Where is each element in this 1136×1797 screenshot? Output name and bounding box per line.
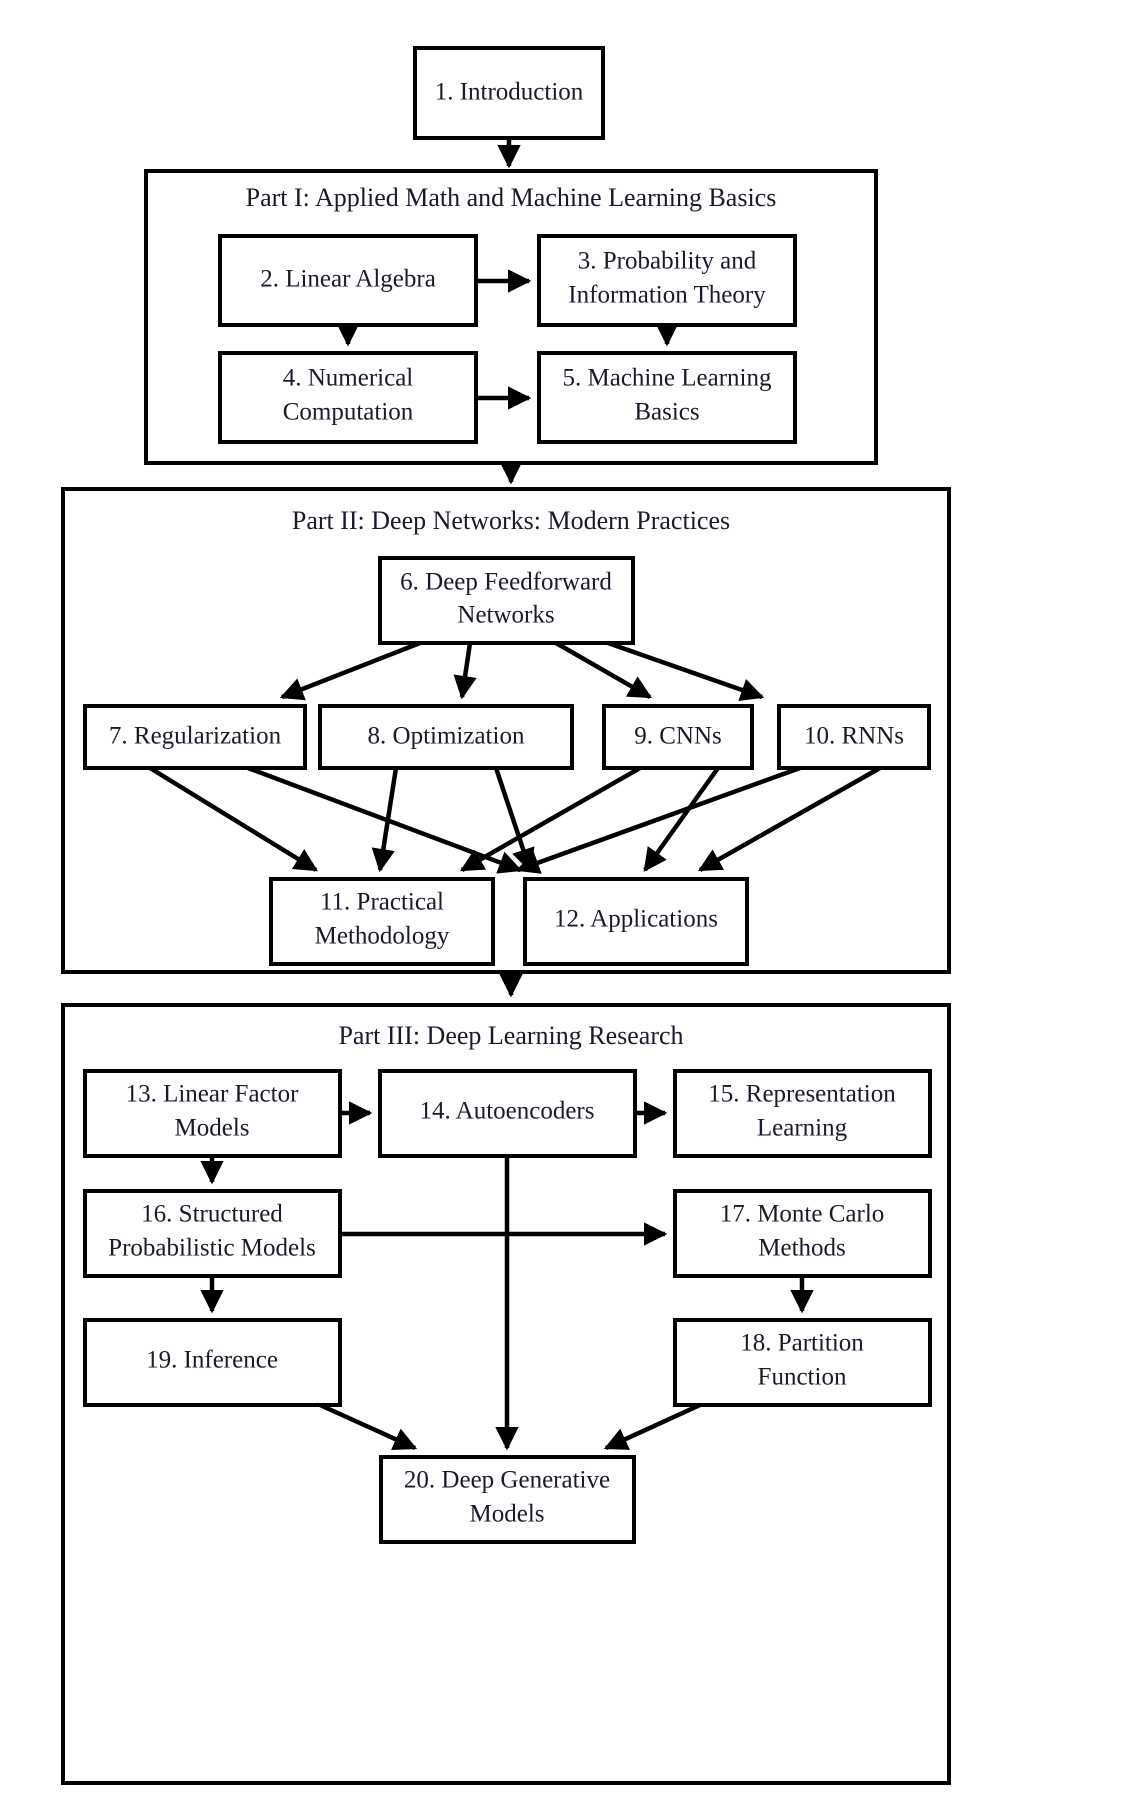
node-ch13-label-line2: Models — [175, 1115, 250, 1142]
node-ch19-label: 19. Inference — [146, 1347, 278, 1374]
edge-ch9-to-ch12 — [643, 766, 720, 872]
panel-part3: Part III: Deep Learning Research — [61, 1003, 951, 1785]
node-ch16-label-line2: Probabilistic Models — [108, 1235, 316, 1262]
node-ch4-label-line2: Computation — [283, 399, 414, 426]
node-ch14[interactable]: 14. Autoencoders — [378, 1069, 637, 1158]
node-ch11-label-line1: 11. Practical — [320, 889, 444, 916]
node-ch19-rect — [83, 1318, 342, 1407]
node-ch3[interactable]: 3. Probability and Information Theory — [537, 234, 797, 327]
node-ch20-label-line2: Models — [470, 1501, 545, 1528]
node-ch20[interactable]: 20. Deep Generative Models — [379, 1455, 636, 1544]
node-ch1[interactable]: 1. Introduction — [413, 46, 605, 140]
node-ch14-rect — [378, 1069, 637, 1158]
node-ch15-rect — [673, 1069, 932, 1158]
edge-ch6-to-ch7 — [279, 640, 421, 701]
node-ch13[interactable]: 13. Linear Factor Models — [83, 1069, 342, 1158]
node-ch5-label-line2: Basics — [634, 399, 699, 426]
edge-ch18-to-ch20 — [603, 1402, 701, 1451]
node-ch13-label-line1: 13. Linear Factor — [126, 1081, 300, 1108]
node-ch17-label-line1: 17. Monte Carlo — [720, 1201, 885, 1228]
node-ch5[interactable]: 5. Machine Learning Basics — [537, 351, 797, 444]
node-ch18-label-line1: 18. Partition — [740, 1330, 864, 1357]
panel-part3-rect — [61, 1003, 951, 1785]
node-ch12[interactable]: 12. Applications — [523, 877, 749, 966]
node-ch1-rect — [413, 46, 605, 140]
node-ch8[interactable]: 8. Optimization — [318, 704, 574, 770]
node-ch20-label-line1: 20. Deep Generative — [404, 1467, 610, 1494]
panel-part2-rect — [61, 487, 951, 974]
node-ch5-rect — [537, 351, 797, 444]
node-ch4[interactable]: 4. Numerical Computation — [218, 351, 478, 444]
node-ch17-label-line2: Methods — [758, 1235, 846, 1262]
node-ch10-rect — [777, 704, 931, 770]
node-ch19[interactable]: 19. Inference — [83, 1318, 342, 1407]
edge-ch8-to-ch11 — [371, 767, 399, 873]
panel-part2: Part II: Deep Networks: Modern Practices — [61, 487, 951, 974]
node-ch9[interactable]: 9. CNNs — [602, 704, 754, 770]
node-ch6-rect — [378, 556, 635, 645]
node-ch6-label-line1: 6. Deep Feedforward — [400, 569, 612, 596]
node-ch11-rect — [269, 877, 495, 966]
node-ch11[interactable]: 11. Practical Methodology — [269, 877, 495, 966]
node-ch10-label: 10. RNNs — [804, 723, 904, 750]
node-ch13-rect — [83, 1069, 342, 1158]
node-ch9-rect — [602, 704, 754, 770]
node-ch20-rect — [379, 1455, 636, 1544]
edge-ch6-to-ch10 — [607, 640, 765, 702]
edge-ch6-to-ch8 — [453, 642, 477, 700]
edge-ch6-to-ch9 — [554, 641, 653, 699]
node-ch7[interactable]: 7. Regularization — [83, 704, 307, 770]
node-ch15[interactable]: 15. Representation Learning — [673, 1069, 932, 1158]
node-ch7-rect — [83, 704, 307, 770]
node-ch1-label: 1. Introduction — [435, 79, 584, 106]
node-ch4-label-line1: 4. Numerical — [283, 365, 414, 392]
node-ch3-label-line2: Information Theory — [568, 282, 766, 309]
node-ch9-label: 9. CNNs — [634, 723, 722, 750]
panel-part3-title: Part III: Deep Learning Research — [338, 1021, 683, 1050]
node-ch18-rect — [673, 1318, 932, 1407]
node-ch15-label-line1: 15. Representation — [708, 1081, 896, 1108]
node-ch7-label: 7. Regularization — [109, 723, 282, 750]
edge-ch9-to-ch11 — [459, 766, 642, 872]
node-ch5-label-line1: 5. Machine Learning — [563, 365, 772, 392]
node-ch17[interactable]: 17. Monte Carlo Methods — [673, 1189, 932, 1278]
node-ch8-rect — [318, 704, 574, 770]
node-ch15-label-line2: Learning — [757, 1115, 848, 1142]
node-ch18[interactable]: 18. Partition Function — [673, 1318, 932, 1407]
edge-ch19-to-ch20 — [319, 1402, 418, 1451]
edge-ch10-to-ch12 — [697, 766, 882, 872]
node-ch10[interactable]: 10. RNNs — [777, 704, 931, 770]
node-ch2[interactable]: 2. Linear Algebra — [218, 234, 478, 327]
edge-ch10-to-ch11 — [515, 765, 801, 874]
node-ch16[interactable]: 16. Structured Probabilistic Models — [83, 1189, 342, 1278]
panel-part2-title: Part II: Deep Networks: Modern Practices — [292, 506, 730, 535]
node-ch3-label-line1: 3. Probability and — [578, 248, 757, 275]
node-ch11-label-line2: Methodology — [315, 923, 450, 950]
node-ch8-label: 8. Optimization — [368, 723, 525, 750]
node-ch2-label: 2. Linear Algebra — [260, 266, 436, 293]
node-ch6-label-line2: Networks — [457, 602, 554, 629]
panel-part1-title: Part I: Applied Math and Machine Learnin… — [246, 183, 777, 212]
node-ch16-label-line1: 16. Structured — [141, 1201, 283, 1228]
edge-ch8-to-ch12 — [493, 767, 535, 873]
node-ch18-label-line2: Function — [758, 1364, 847, 1391]
node-ch12-rect — [523, 877, 749, 966]
edge-ch7-to-ch11 — [148, 766, 318, 872]
node-ch14-label: 14. Autoencoders — [420, 1098, 595, 1125]
node-ch12-label: 12. Applications — [554, 906, 718, 933]
node-ch6[interactable]: 6. Deep Feedforward Networks — [378, 556, 635, 645]
